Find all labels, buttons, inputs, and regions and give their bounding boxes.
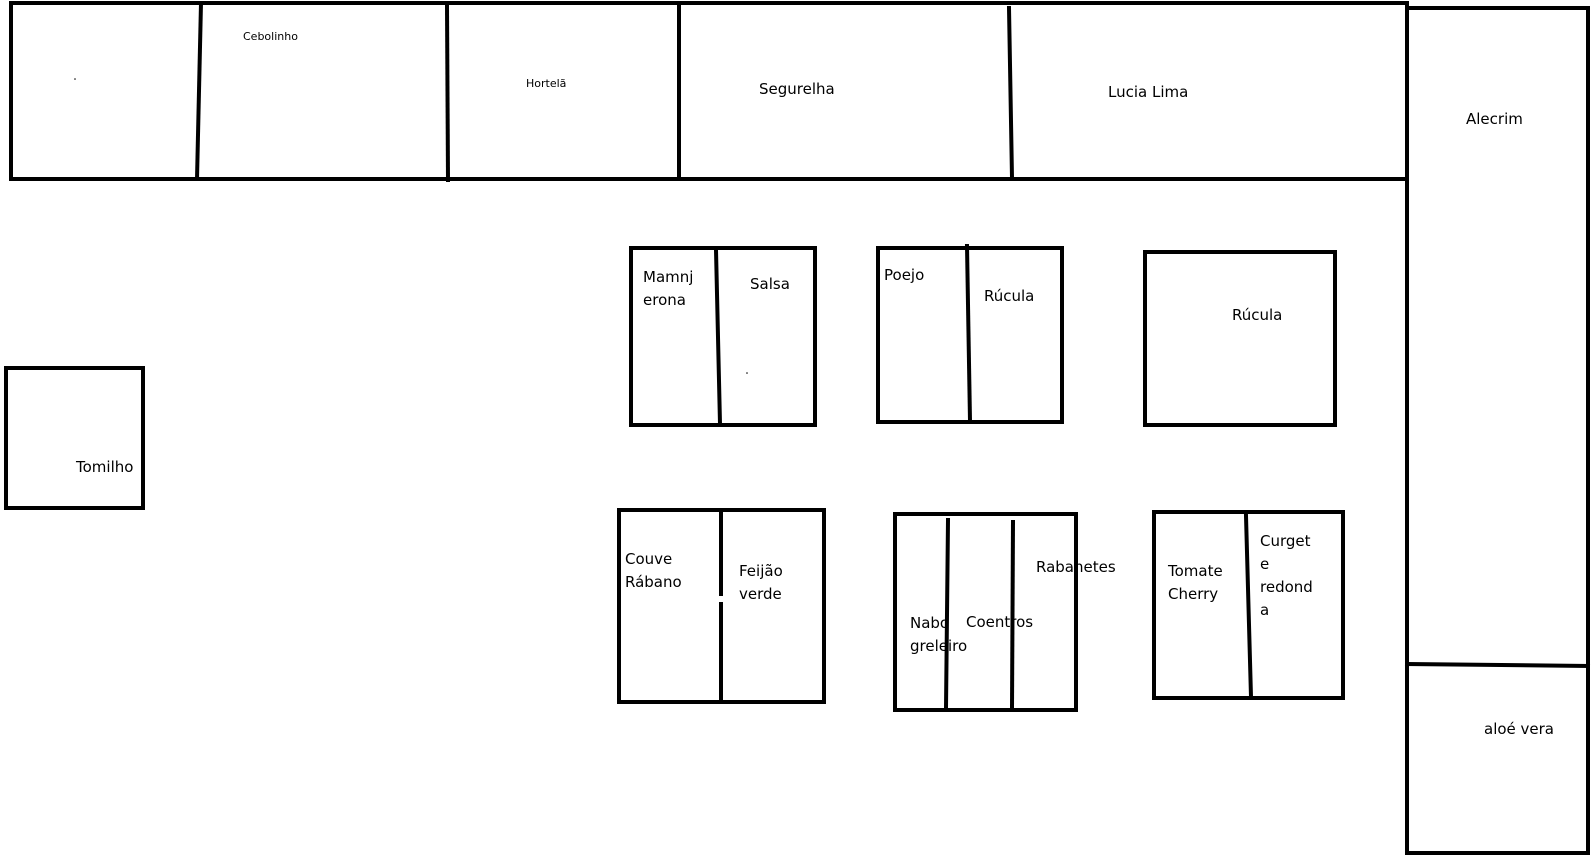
label-salsa: Salsa	[750, 275, 790, 293]
bed-5-divider-1	[943, 517, 951, 711]
label-tomate: Tomate	[1167, 562, 1223, 580]
label-mamnjerona-1: Mamnj	[643, 268, 693, 286]
bed-6-divider	[1243, 513, 1254, 700]
label-segurelha: Segurelha	[759, 80, 835, 98]
bed-3	[1143, 250, 1337, 427]
stray-dot	[74, 78, 76, 80]
tomilho-bed	[4, 366, 145, 510]
stray-dot	[746, 372, 748, 374]
bed-6	[1152, 510, 1345, 700]
label-couve: Couve	[625, 550, 672, 568]
bed-5	[893, 512, 1078, 712]
label-greleiro: greleiro	[910, 637, 967, 655]
top-divider-1	[194, 0, 204, 182]
label-tomilho: Tomilho	[75, 458, 133, 476]
top-bed	[9, 1, 1409, 181]
label-rucula-3: Rúcula	[1232, 306, 1282, 324]
label-redond: redond	[1260, 578, 1313, 596]
top-divider-4	[1006, 5, 1015, 181]
label-lucia-lima: Lucia Lima	[1108, 83, 1188, 101]
top-divider-2	[444, 4, 451, 183]
label-rucula-2: Rúcula	[984, 287, 1034, 305]
bed-1-divider	[713, 247, 723, 427]
label-poejo: Poejo	[884, 266, 924, 284]
label-nabo: Nabo	[910, 614, 949, 632]
bed-5-divider-2	[1009, 519, 1016, 711]
bed-2-divider	[964, 243, 973, 424]
label-a: a	[1260, 601, 1269, 619]
label-mamnjerona-2: erona	[643, 291, 686, 309]
label-hortela: Hortelã	[526, 77, 566, 90]
label-verde: verde	[739, 585, 782, 603]
label-aloe-vera: aloé vera	[1484, 720, 1554, 738]
label-rabanetes: Rabanetes	[1036, 558, 1116, 576]
right-divider	[1404, 661, 1591, 669]
label-cherry: Cherry	[1168, 585, 1218, 603]
label-feijao: Feijão	[739, 562, 783, 580]
label-curget: Curget	[1260, 532, 1311, 550]
label-coentros: Coentros	[966, 613, 1033, 631]
label-e: e	[1260, 555, 1269, 573]
label-cebolinho: Cebolinho	[243, 30, 298, 43]
right-bed	[1405, 6, 1590, 855]
label-rabano: Rábano	[625, 573, 682, 591]
label-alecrim: Alecrim	[1466, 110, 1523, 128]
bed-1	[629, 246, 817, 427]
